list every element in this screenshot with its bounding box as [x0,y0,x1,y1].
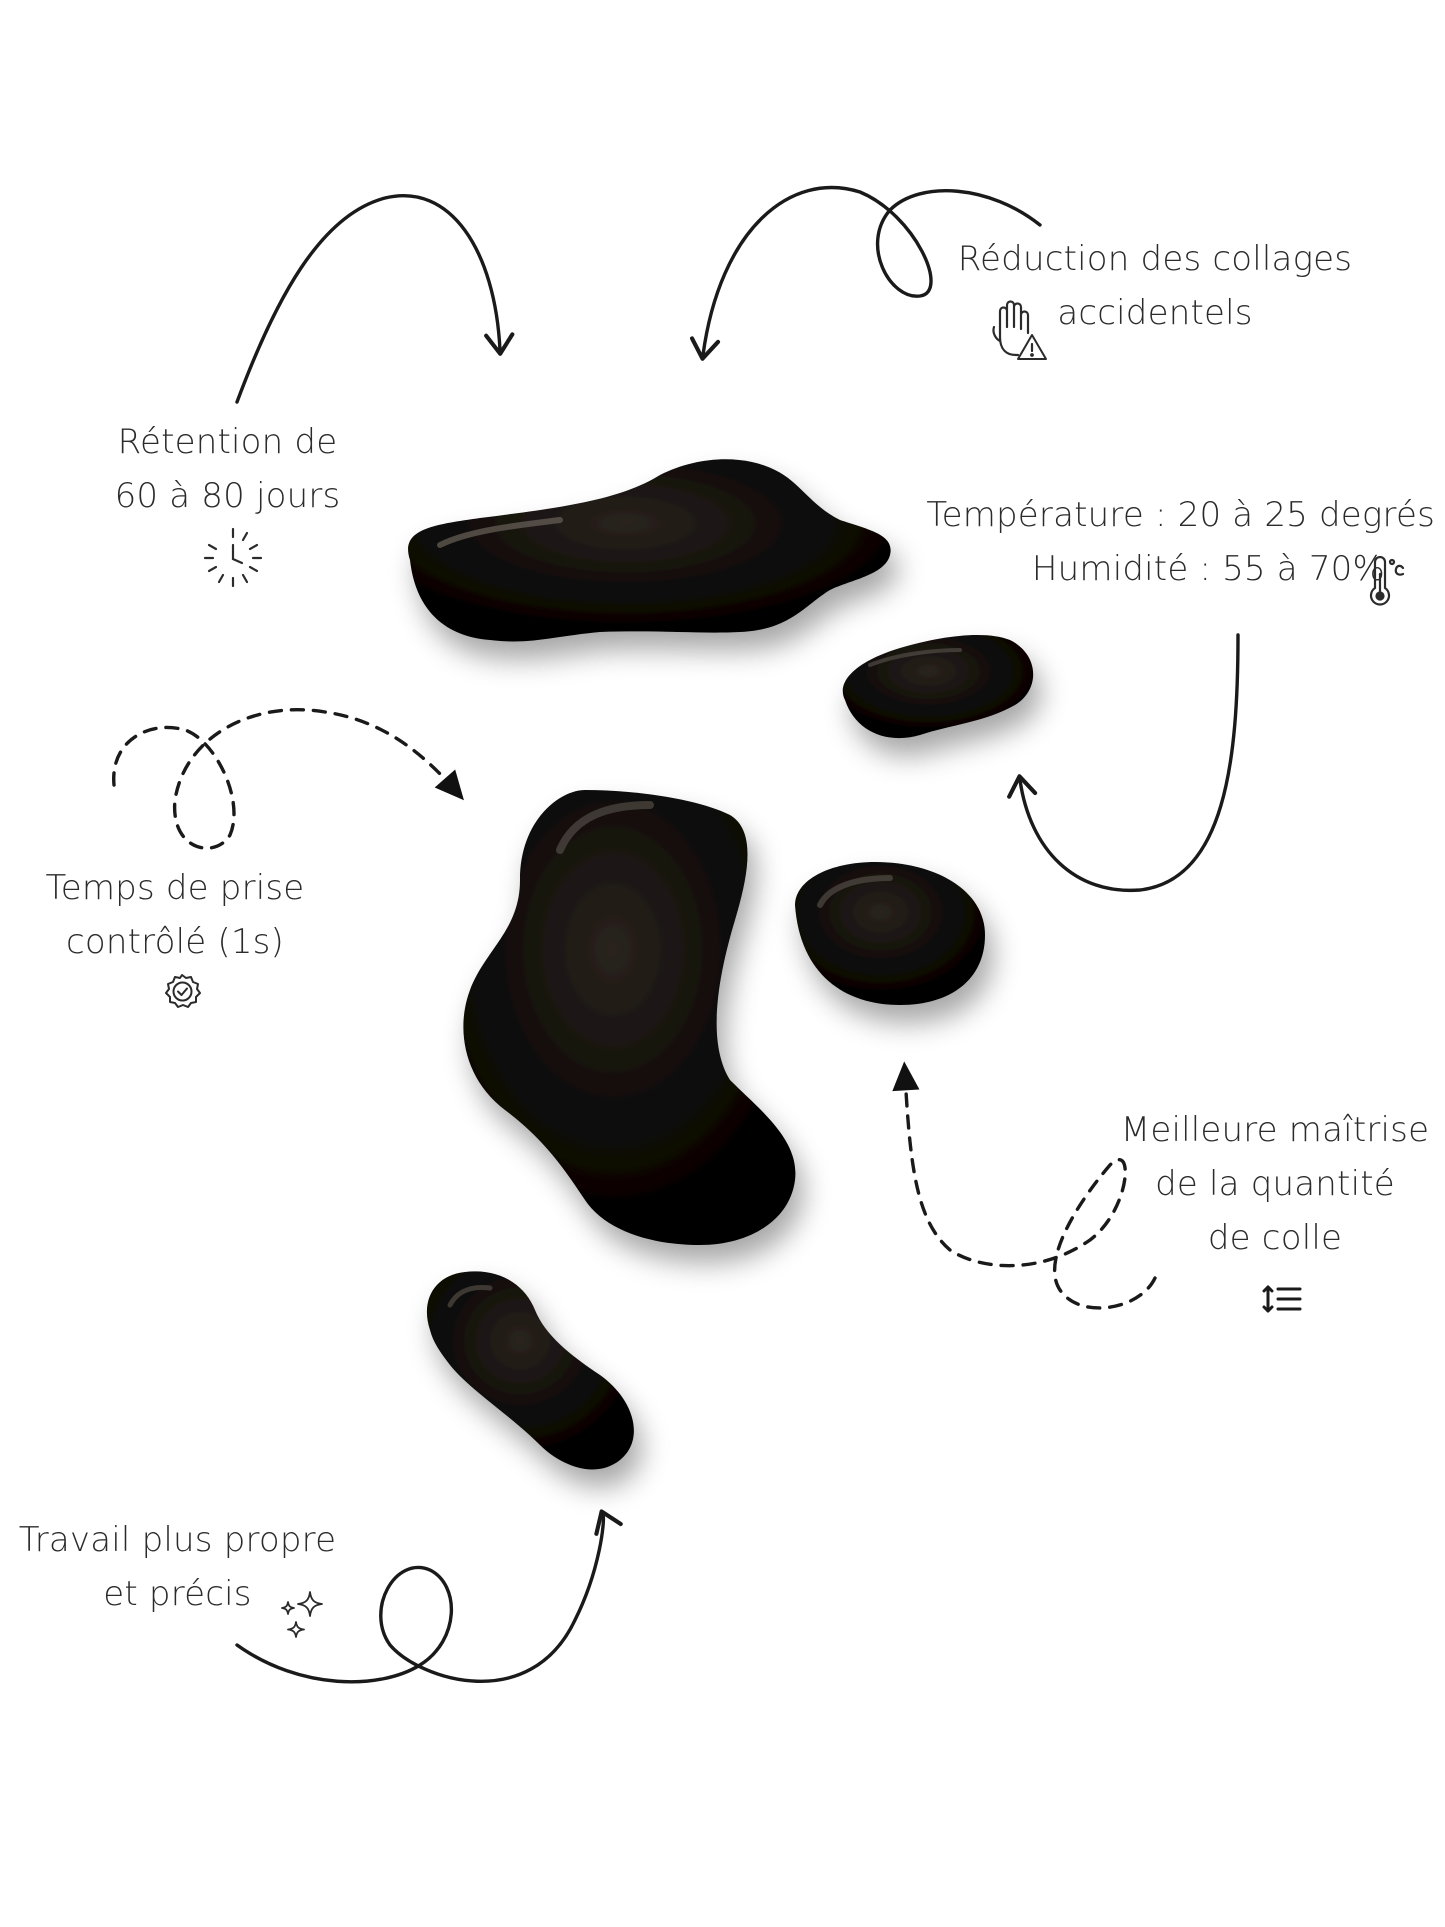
setting-time-line2: contrôlé (1s) [65,922,285,962]
climate-line2: Humidité : 55 à 70% [1031,549,1385,589]
droplet-center-large [463,790,796,1245]
clean-work-line2: et précis [103,1574,252,1614]
hand-warning-icon [988,297,1048,363]
droplet-bottom [426,1271,634,1470]
line-height-icon [1262,1283,1302,1315]
climate-line1: Température : 20 à 25 degrés [926,495,1435,535]
retention-line2: 60 à 80 jours [114,476,341,516]
droplet-highlight [437,517,563,548]
arrow-reduction [689,185,1042,361]
reduction-label: Réduction des collages accidentels [945,232,1365,340]
annotation-arrows [112,185,1240,1684]
reduction-line2: accidentels [1057,293,1253,333]
thermometer-icon [1365,556,1405,606]
quantity-line3: de colle [1207,1218,1343,1258]
glue-droplets [408,459,1034,1470]
droplet-oval-right [795,862,985,1005]
arrow-quantity [892,1061,1157,1310]
droplet-small-right [842,634,1034,739]
arrow-retention [235,194,515,404]
quantity-label: Meilleure maîtrise de la quantité de col… [1110,1103,1440,1265]
droplet-highlight [817,875,893,908]
verified-badge-icon [163,972,201,1010]
quantity-line1: Meilleure maîtrise [1120,1110,1430,1150]
arrow-setting-time [112,707,464,850]
setting-time-line1: Temps de prise [45,868,305,908]
clean-work-line1: Travail plus propre [18,1520,337,1560]
droplet-highlight [868,648,962,667]
retention-line1: Rétention de [117,422,338,462]
arrow-clean-work [235,1509,623,1684]
droplet-highlight [556,801,654,854]
quantity-line2: de la quantité [1155,1164,1395,1204]
clean-work-label: Travail plus propre et précis [5,1513,350,1621]
clock-dashed-icon [200,525,266,587]
sparkles-icon [276,1588,326,1644]
setting-time-label: Temps de prise contrôlé (1s) [30,861,320,969]
retention-label: Rétention de 60 à 80 jours [95,415,360,523]
arrow-climate [1007,633,1240,893]
reduction-line1: Réduction des collages [957,239,1353,279]
droplet-highlight [447,1285,493,1308]
droplet-top-large [408,459,891,642]
climate-label: Température : 20 à 25 degrés Humidité : … [905,488,1435,596]
